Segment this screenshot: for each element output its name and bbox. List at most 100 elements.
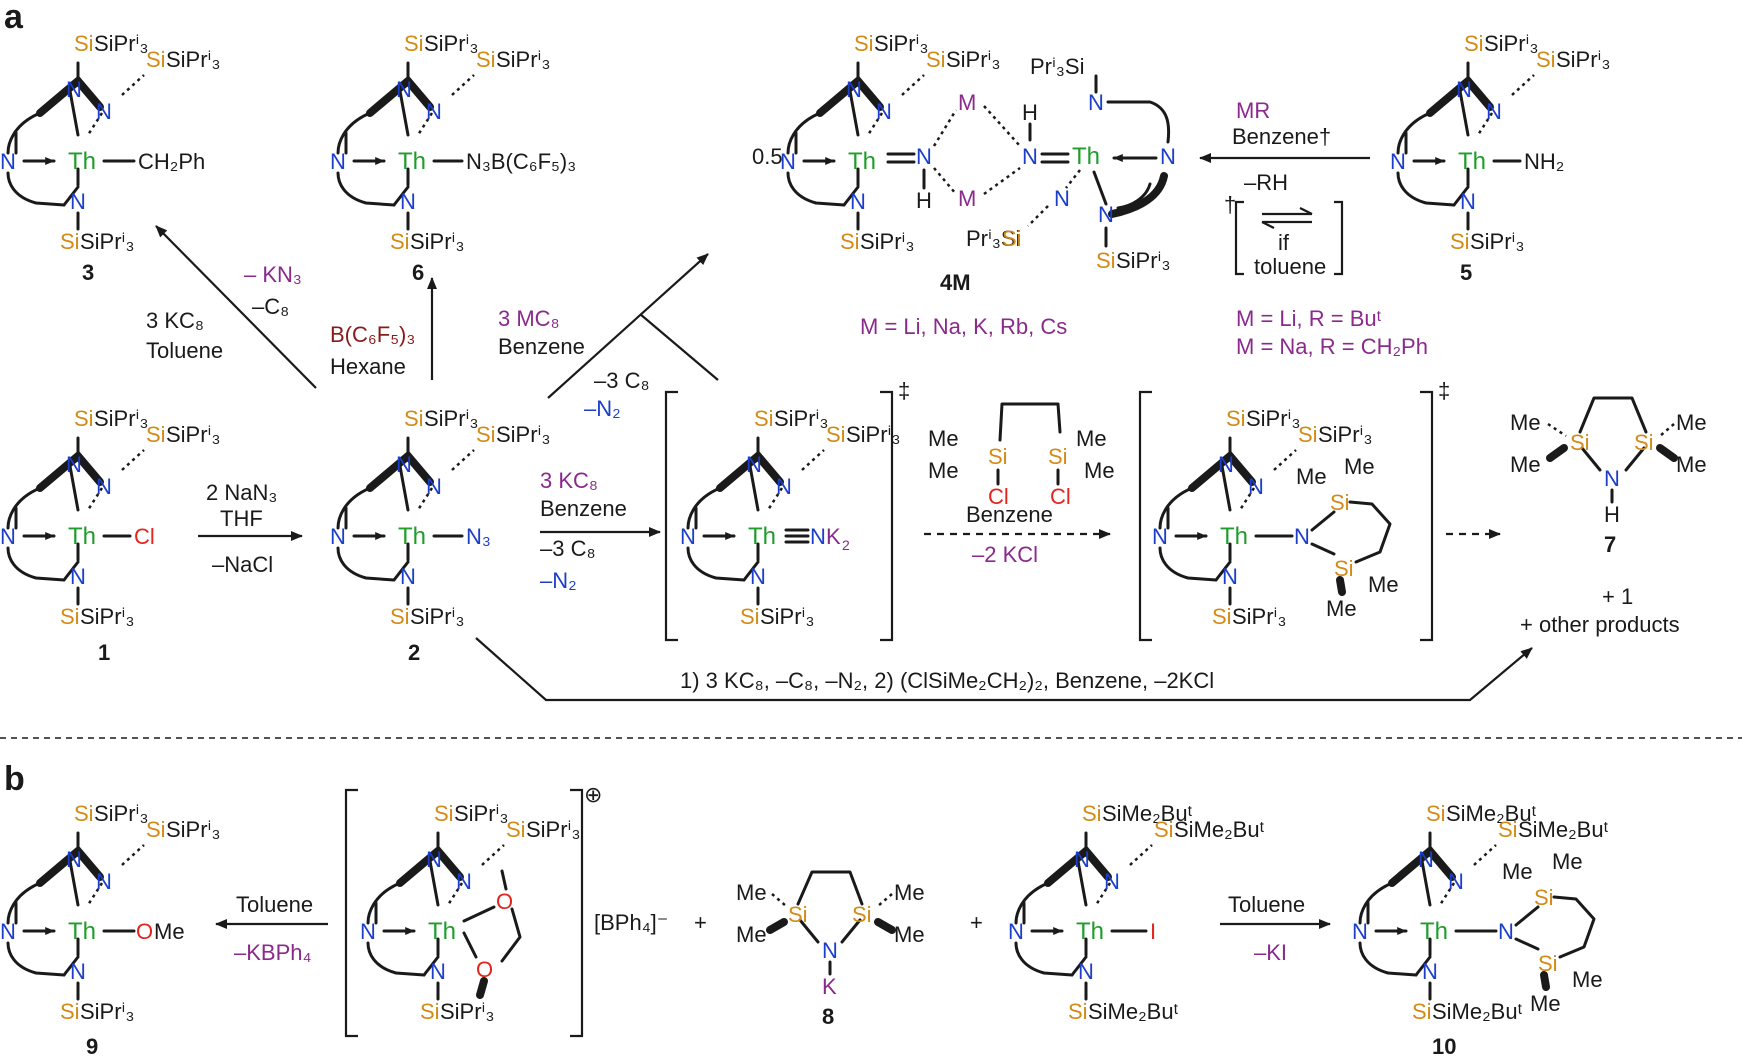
svg-text:Th: Th [398,523,426,550]
compound-label-9: 9 [86,1034,98,1059]
svg-text:Th: Th [398,148,426,175]
svg-text:SiPrⁱ₃: SiPrⁱ₃ [424,406,478,431]
svg-text:Th: Th [68,148,96,175]
svg-text:Si: Si [1096,248,1116,273]
svg-text:Th: Th [1076,918,1104,945]
svg-text:N: N [70,564,86,589]
svg-text:SiMe₂Buᵗ: SiMe₂Buᵗ [1174,817,1265,842]
svg-text:Me: Me [928,458,959,483]
svg-text:Si: Si [1450,229,1470,254]
svg-text:Si: Si [1498,817,1518,842]
svg-text:N: N [680,524,696,549]
svg-text:Me: Me [894,880,925,905]
svg-text:Si: Si [826,422,846,447]
svg-text:Si: Si [146,47,166,72]
svg-text:SiPrⁱ₃: SiPrⁱ₃ [774,406,828,431]
svg-text:Si: Si [506,817,526,842]
arrow-TS1-to-4M [639,313,719,381]
svg-text:SiPrⁱ₃: SiPrⁱ₃ [526,817,580,842]
counterion-bph4: [BPh₄]⁻ [594,910,668,935]
svg-text:I: I [1150,919,1156,944]
svg-text:Si: Si [1412,999,1432,1024]
svg-text:H: H [1022,100,1038,125]
svg-text:CH₂Ph: CH₂Ph [138,149,205,174]
svg-text:SiPrⁱ₃: SiPrⁱ₃ [94,801,148,826]
cond-6-solvent: Hexane [330,354,406,379]
svg-text:N: N [66,452,82,477]
svg-text:N: N [876,99,892,124]
svg-text:‡: ‡ [898,378,910,403]
cond-TS2-byproduct: –2 KCl [972,542,1038,567]
svg-text:N: N [1448,869,1464,894]
svg-text:N: N [1352,919,1368,944]
svg-text:Si: Si [74,406,94,431]
svg-text:SiPrⁱ₃: SiPrⁱ₃ [1470,229,1524,254]
svg-text:N: N [1074,847,1090,872]
svg-text:N: N [1604,466,1620,491]
svg-text:Si: Si [1048,444,1068,469]
compound-label-5: 5 [1460,260,1472,285]
svg-text:N: N [396,452,412,477]
svg-text:SiPrⁱ₃: SiPrⁱ₃ [874,31,928,56]
svg-text:SiPrⁱ₃: SiPrⁱ₃ [946,47,1000,72]
cond-2-solvent: THF [220,506,263,531]
svg-text:Me: Me [1326,596,1357,621]
product-plus-1: + 1 [1602,584,1633,609]
svg-text:N: N [1008,919,1024,944]
svg-text:Th: Th [1072,143,1100,170]
svg-text:Si: Si [476,422,496,447]
svg-text:Si: Si [1298,422,1318,447]
svg-text:Si: Si [1068,999,1088,1024]
cond-10-byproduct: –KI [1254,940,1287,965]
compound-label-2: 2 [408,640,420,665]
svg-text:N₃B(C₆F₅)₃: N₃B(C₆F₅)₃ [466,149,576,174]
svg-text:Si: Si [1334,556,1354,581]
svg-text:Si: Si [390,229,410,254]
svg-text:Si: Si [788,902,808,927]
svg-text:SiPrⁱ₃: SiPrⁱ₃ [80,229,134,254]
svg-text:SiPrⁱ₃: SiPrⁱ₃ [860,229,914,254]
cond-5-byproduct: –RH [1244,170,1288,195]
svg-text:Si: Si [390,604,410,629]
svg-text:SiPrⁱ₃: SiPrⁱ₃ [410,229,464,254]
svg-text:N: N [430,959,446,984]
svg-text:N: N [810,524,826,549]
svg-text:SiPrⁱ₃: SiPrⁱ₃ [440,999,494,1024]
svg-text:Th: Th [68,523,96,550]
svg-text:Si: Si [740,604,760,629]
compound-label-8: 8 [822,1004,834,1029]
svg-text:K: K [822,974,837,999]
svg-text:H: H [1604,502,1620,527]
svg-text:Si: Si [146,817,166,842]
svg-text:SiPrⁱ₃: SiPrⁱ₃ [1246,406,1300,431]
svg-text:Me: Me [1572,967,1603,992]
svg-text:SiPrⁱ₃: SiPrⁱ₃ [1232,604,1286,629]
svg-text:Th: Th [68,918,96,945]
svg-text:⊕: ⊕ [584,782,602,807]
svg-text:N: N [1098,202,1114,227]
compound-label-7: 7 [1604,532,1616,557]
svg-text:N: N [1222,564,1238,589]
svg-text:N: N [746,452,762,477]
svg-text:Si: Si [1634,430,1654,455]
svg-text:Me: Me [1676,452,1707,477]
svg-text:N: N [96,474,112,499]
svg-text:Th: Th [428,918,456,945]
cond-2-byproduct: –NaCl [212,552,273,577]
svg-text:SiPrⁱ₃: SiPrⁱ₃ [1484,31,1538,56]
svg-text:Me: Me [1296,464,1327,489]
svg-text:Si: Si [1570,430,1590,455]
svg-text:N: N [1054,186,1070,211]
svg-text:SiPrⁱ₃: SiPrⁱ₃ [846,422,900,447]
svg-text:2: 2 [842,537,850,553]
svg-text:N: N [0,149,16,174]
svg-text:Me: Me [736,922,767,947]
svg-text:NH₂: NH₂ [1524,149,1564,174]
svg-text:Si: Si [926,47,946,72]
